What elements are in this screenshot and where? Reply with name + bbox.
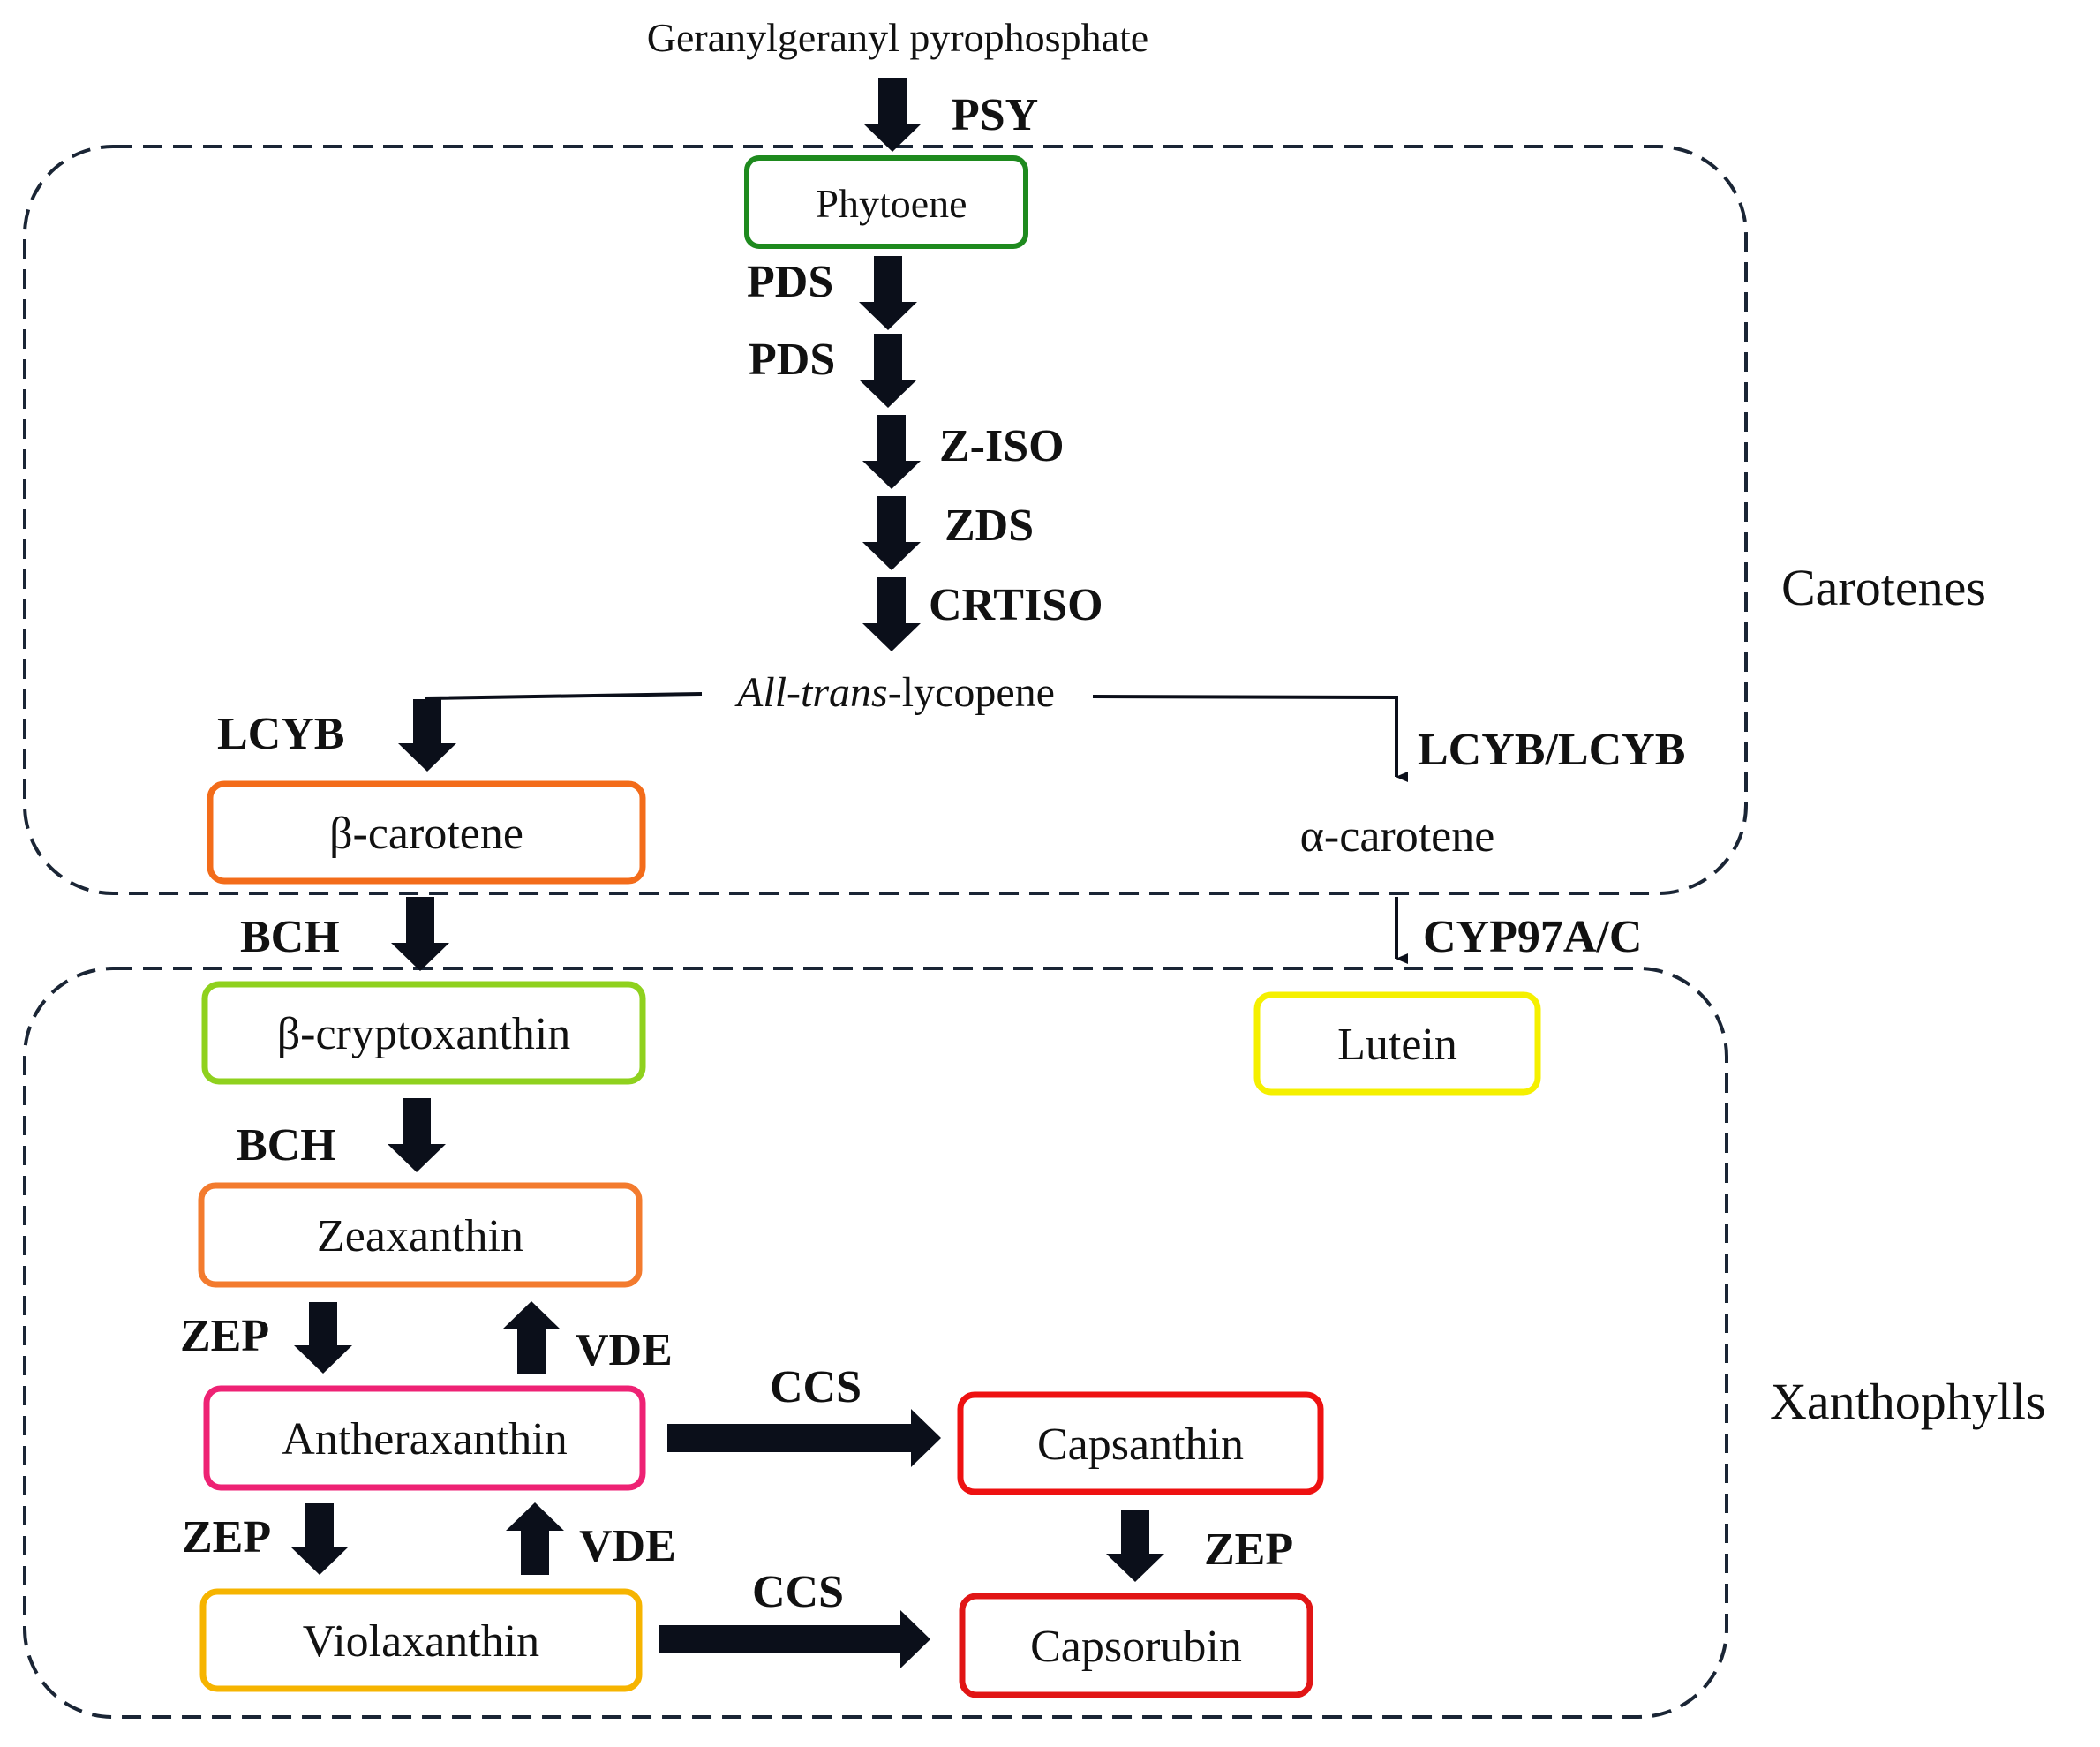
arrow-crtiso	[862, 577, 921, 651]
capsanthin-label: Capsanthin	[1037, 1419, 1244, 1470]
enzyme-ccs-1: CCS	[770, 1362, 862, 1412]
arrow-pds-2	[859, 334, 917, 408]
enzyme-pds-1: PDS	[747, 257, 833, 307]
violaxanthin-label: Violaxanthin	[303, 1616, 539, 1667]
enzyme-vde-1: VDE	[576, 1325, 673, 1375]
arrow-psy	[863, 78, 922, 152]
phytoene-label: Phytoene	[816, 181, 967, 226]
enzyme-zep-2: ZEP	[182, 1512, 271, 1563]
arrow-vde-1	[502, 1301, 561, 1374]
main-chain-arrows	[859, 78, 922, 651]
precursor-label: Geranylgeranyl pyrophosphate	[647, 15, 1148, 60]
enzyme-zep-3: ZEP	[1204, 1525, 1293, 1575]
enzyme-pds-2: PDS	[749, 335, 835, 385]
enzyme-lcyb: LCYB	[217, 709, 344, 759]
arrow-vde-2	[506, 1502, 564, 1575]
beta-cryptoxanthin-label: β-cryptoxanthin	[277, 1009, 571, 1059]
zeaxanthin-box	[198, 1182, 643, 1288]
enzyme-bch-1: BCH	[240, 912, 340, 962]
zeaxanthin-label: Zeaxanthin	[317, 1211, 523, 1261]
lycopene-prefix: All-trans	[734, 669, 888, 716]
beta-cryptoxanthin-box	[201, 981, 646, 1085]
beta-carotene-label: β-carotene	[329, 809, 523, 859]
xanthophylls-label: Xanthophylls	[1770, 1373, 2046, 1430]
xanthophylls-region	[23, 967, 1728, 1719]
capsorubin-label: Capsorubin	[1030, 1622, 1242, 1672]
arrow-zds	[862, 496, 921, 570]
enzyme-ccs-2: CCS	[752, 1567, 844, 1617]
arrow-ccs-2	[659, 1610, 930, 1668]
enzyme-crtiso: CRTISO	[929, 580, 1103, 630]
carotenes-region	[23, 145, 1748, 895]
enzyme-lcyb-lcyb: LCYB/LCYB	[1418, 725, 1685, 775]
enzyme-psy: PSY	[952, 90, 1038, 140]
enzyme-z-iso: Z-ISO	[939, 421, 1065, 471]
antheraxanthin-box	[203, 1385, 646, 1491]
arrow-bch-1	[391, 897, 449, 971]
alpha-carotene-label: α-carotene	[1300, 811, 1495, 862]
lycopene-suffix: -lycopene	[888, 669, 1055, 716]
arrow-zep-3	[1106, 1510, 1164, 1582]
branch-line-right	[1092, 695, 1408, 782]
violaxanthin-box	[199, 1588, 643, 1692]
enzyme-cyp97: CYP97A/C	[1423, 912, 1642, 962]
arrow-zep-1	[294, 1302, 352, 1374]
arrow-pds-1	[859, 256, 917, 330]
arrow-lcyb	[398, 699, 456, 772]
enzyme-vde-2: VDE	[579, 1521, 676, 1571]
arrow-bch-2	[388, 1098, 446, 1172]
capsorubin-box	[959, 1593, 1313, 1698]
beta-carotene-box	[207, 780, 646, 885]
enzyme-bch-2: BCH	[237, 1120, 336, 1171]
capsanthin-box	[957, 1391, 1324, 1495]
lutein-box	[1253, 991, 1541, 1096]
arrow-ccs-1	[667, 1409, 941, 1467]
enzyme-zds: ZDS	[945, 501, 1034, 551]
lutein-label: Lutein	[1337, 1020, 1457, 1070]
branch-line-left	[425, 692, 703, 712]
carotenes-label: Carotenes	[1781, 559, 1986, 616]
arrow-z-iso	[862, 415, 921, 489]
lycopene-label: All-trans-lycopene	[734, 669, 1055, 716]
arrow-zep-2	[290, 1503, 349, 1575]
antheraxanthin-label: Antheraxanthin	[282, 1414, 567, 1465]
enzyme-zep-1: ZEP	[180, 1311, 269, 1361]
phytoene-box	[744, 155, 1028, 249]
